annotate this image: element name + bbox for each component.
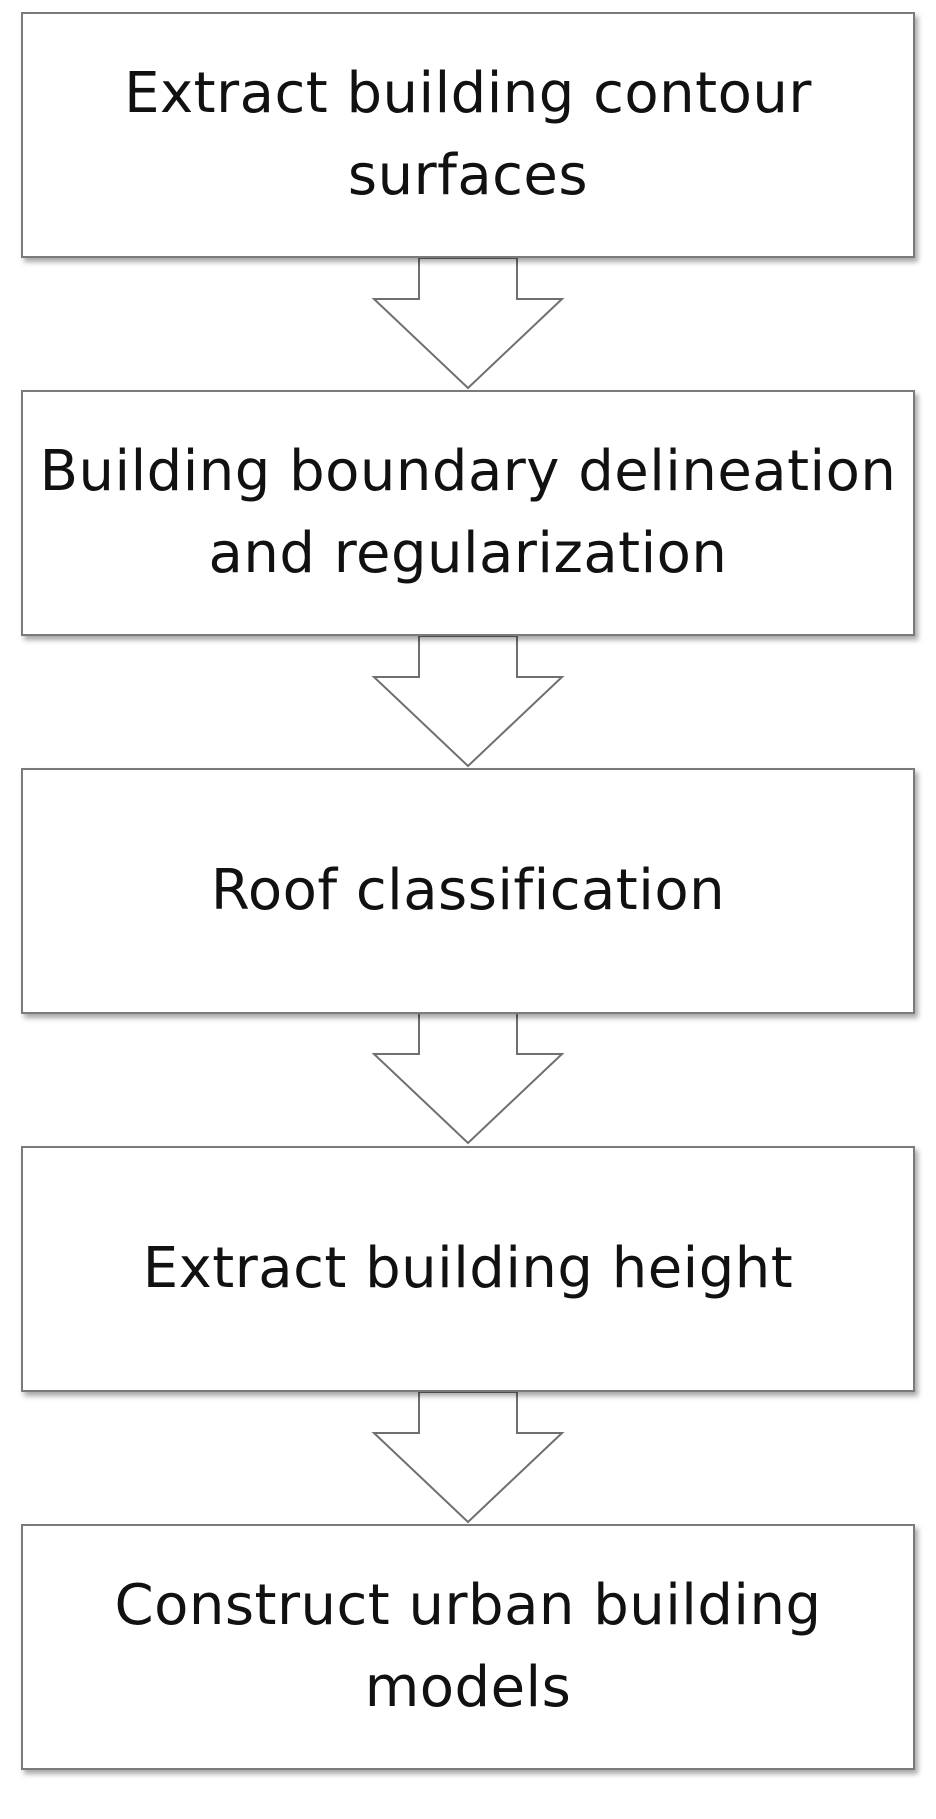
step-box-3: Roof classification (21, 768, 915, 1014)
down-arrow-icon (371, 1391, 565, 1524)
step-box-5: Construct urban building models (21, 1524, 915, 1770)
step-box-2: Building boundary delineation and regula… (21, 390, 915, 636)
step-label: Extract building height (142, 1236, 794, 1301)
down-arrow-icon (371, 257, 565, 390)
step-box-1: Extract building contour surfaces (21, 12, 915, 258)
down-arrow-icon (371, 1012, 565, 1145)
step-label: Extract building contour surfaces (124, 61, 812, 208)
down-arrow-icon (371, 635, 565, 768)
step-label: Building boundary delineation and regula… (39, 439, 897, 586)
step-label: Roof classification (210, 858, 726, 923)
step-box-4: Extract building height (21, 1146, 915, 1392)
step-label: Construct urban building models (114, 1573, 822, 1720)
